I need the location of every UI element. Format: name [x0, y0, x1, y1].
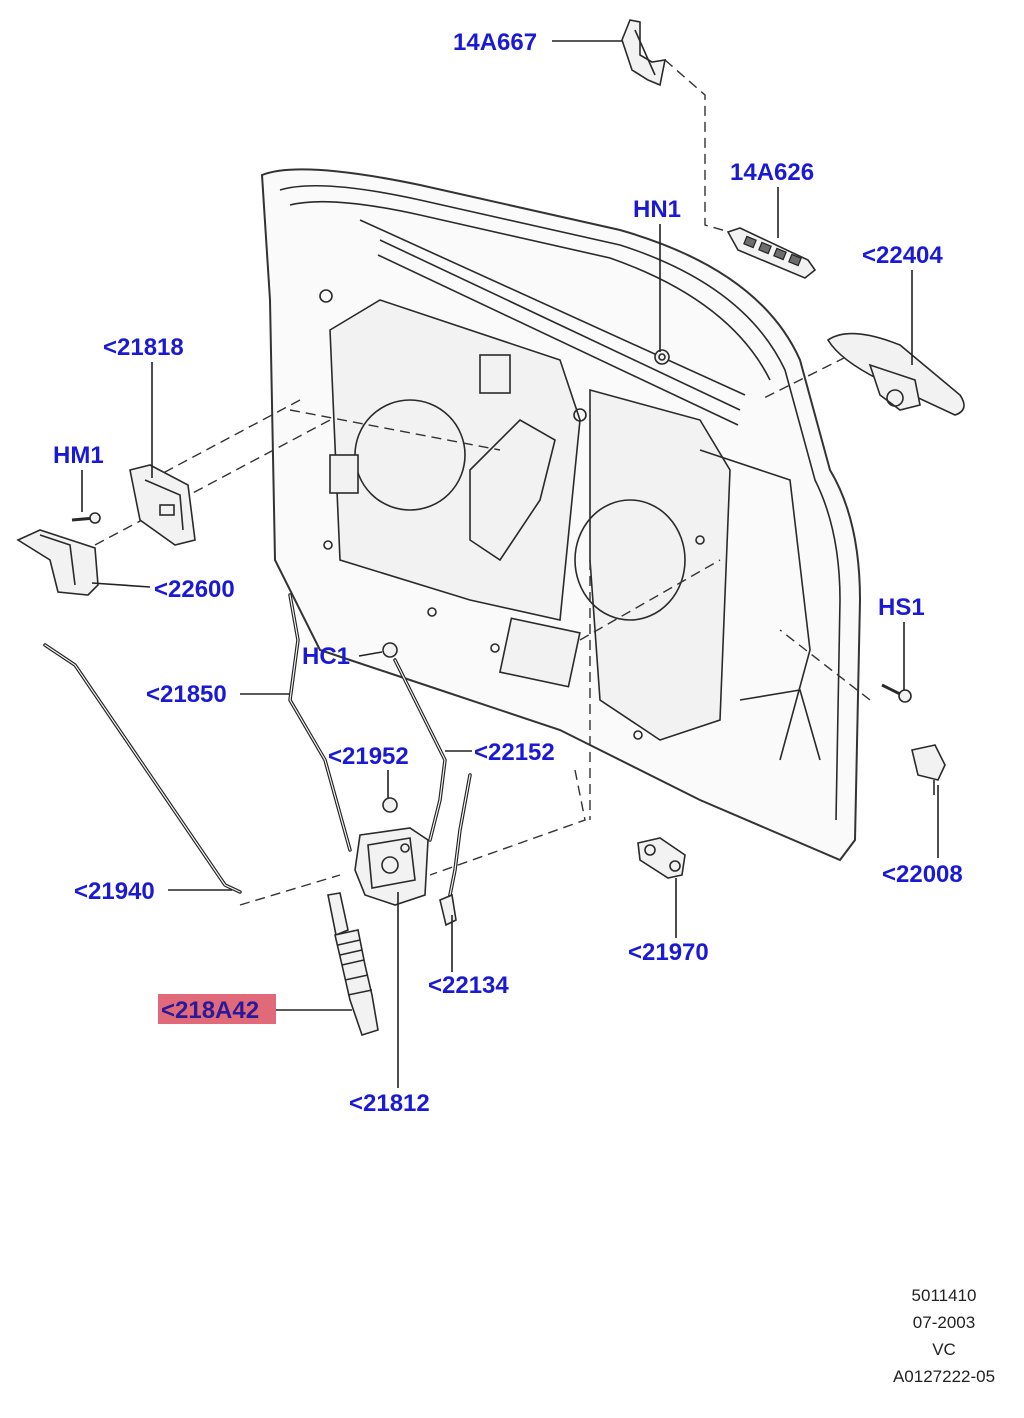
- callout-21970: <21970: [628, 939, 709, 966]
- leader-lines: [81, 40, 939, 1088]
- callout-22008: <22008: [882, 861, 963, 888]
- callout-highlight: [158, 994, 276, 1024]
- part-21818-bracket: [129, 464, 196, 546]
- callout-21850: <21850: [146, 681, 227, 708]
- part-hm1-bolt: [71, 512, 101, 524]
- door-inner-panel: [260, 168, 862, 862]
- callout-labels: 14A667 14A626 HN1 <22404 <21818 HM1 <226…: [53, 29, 963, 1117]
- part-hs1-screw: [881, 683, 912, 703]
- part-21952-fastener: [382, 797, 398, 813]
- callout-21812: <21812: [349, 1090, 430, 1117]
- callout-22134: <22134: [428, 972, 509, 999]
- part-21970-striker: [637, 837, 686, 879]
- drawing-footer: 5011410 07-2003 VC A0127222-05: [893, 1286, 995, 1386]
- part-hn1-nut: [654, 349, 670, 365]
- footer-reference: A0127222-05: [893, 1367, 995, 1386]
- callout-hm1: HM1: [53, 442, 104, 469]
- callout-218a42: <218A42: [161, 997, 259, 1024]
- part-22134-clip: [439, 893, 457, 927]
- part-rods: [43, 593, 472, 907]
- footer-date: 07-2003: [913, 1313, 975, 1332]
- callout-14a667: 14A667: [453, 29, 537, 56]
- callout-hc1: HC1: [302, 643, 350, 670]
- callout-hs1: HS1: [878, 594, 925, 621]
- part-hc1-clip: [382, 642, 398, 658]
- callout-22404: <22404: [862, 242, 943, 269]
- callout-21818: <21818: [103, 334, 184, 361]
- part-22600-handle: [16, 529, 99, 596]
- callout-21940: <21940: [74, 878, 155, 905]
- part-21812-latch: [354, 827, 429, 906]
- callout-21952: <21952: [328, 743, 409, 770]
- part-14a667-clip: [621, 19, 667, 87]
- part-22404-handle: [826, 332, 965, 416]
- callout-22152: <22152: [474, 739, 555, 766]
- footer-code: VC: [932, 1340, 956, 1359]
- part-22008-connector: [911, 744, 946, 795]
- part-14a626-switch: [726, 227, 817, 279]
- callout-22600: <22600: [154, 576, 235, 603]
- part-218a42-actuator: [327, 892, 379, 1036]
- callout-hn1: HN1: [633, 196, 681, 223]
- callout-14a626: 14A626: [730, 159, 814, 186]
- footer-drawing-number: 5011410: [912, 1286, 977, 1305]
- assembly-lines: [94, 59, 871, 906]
